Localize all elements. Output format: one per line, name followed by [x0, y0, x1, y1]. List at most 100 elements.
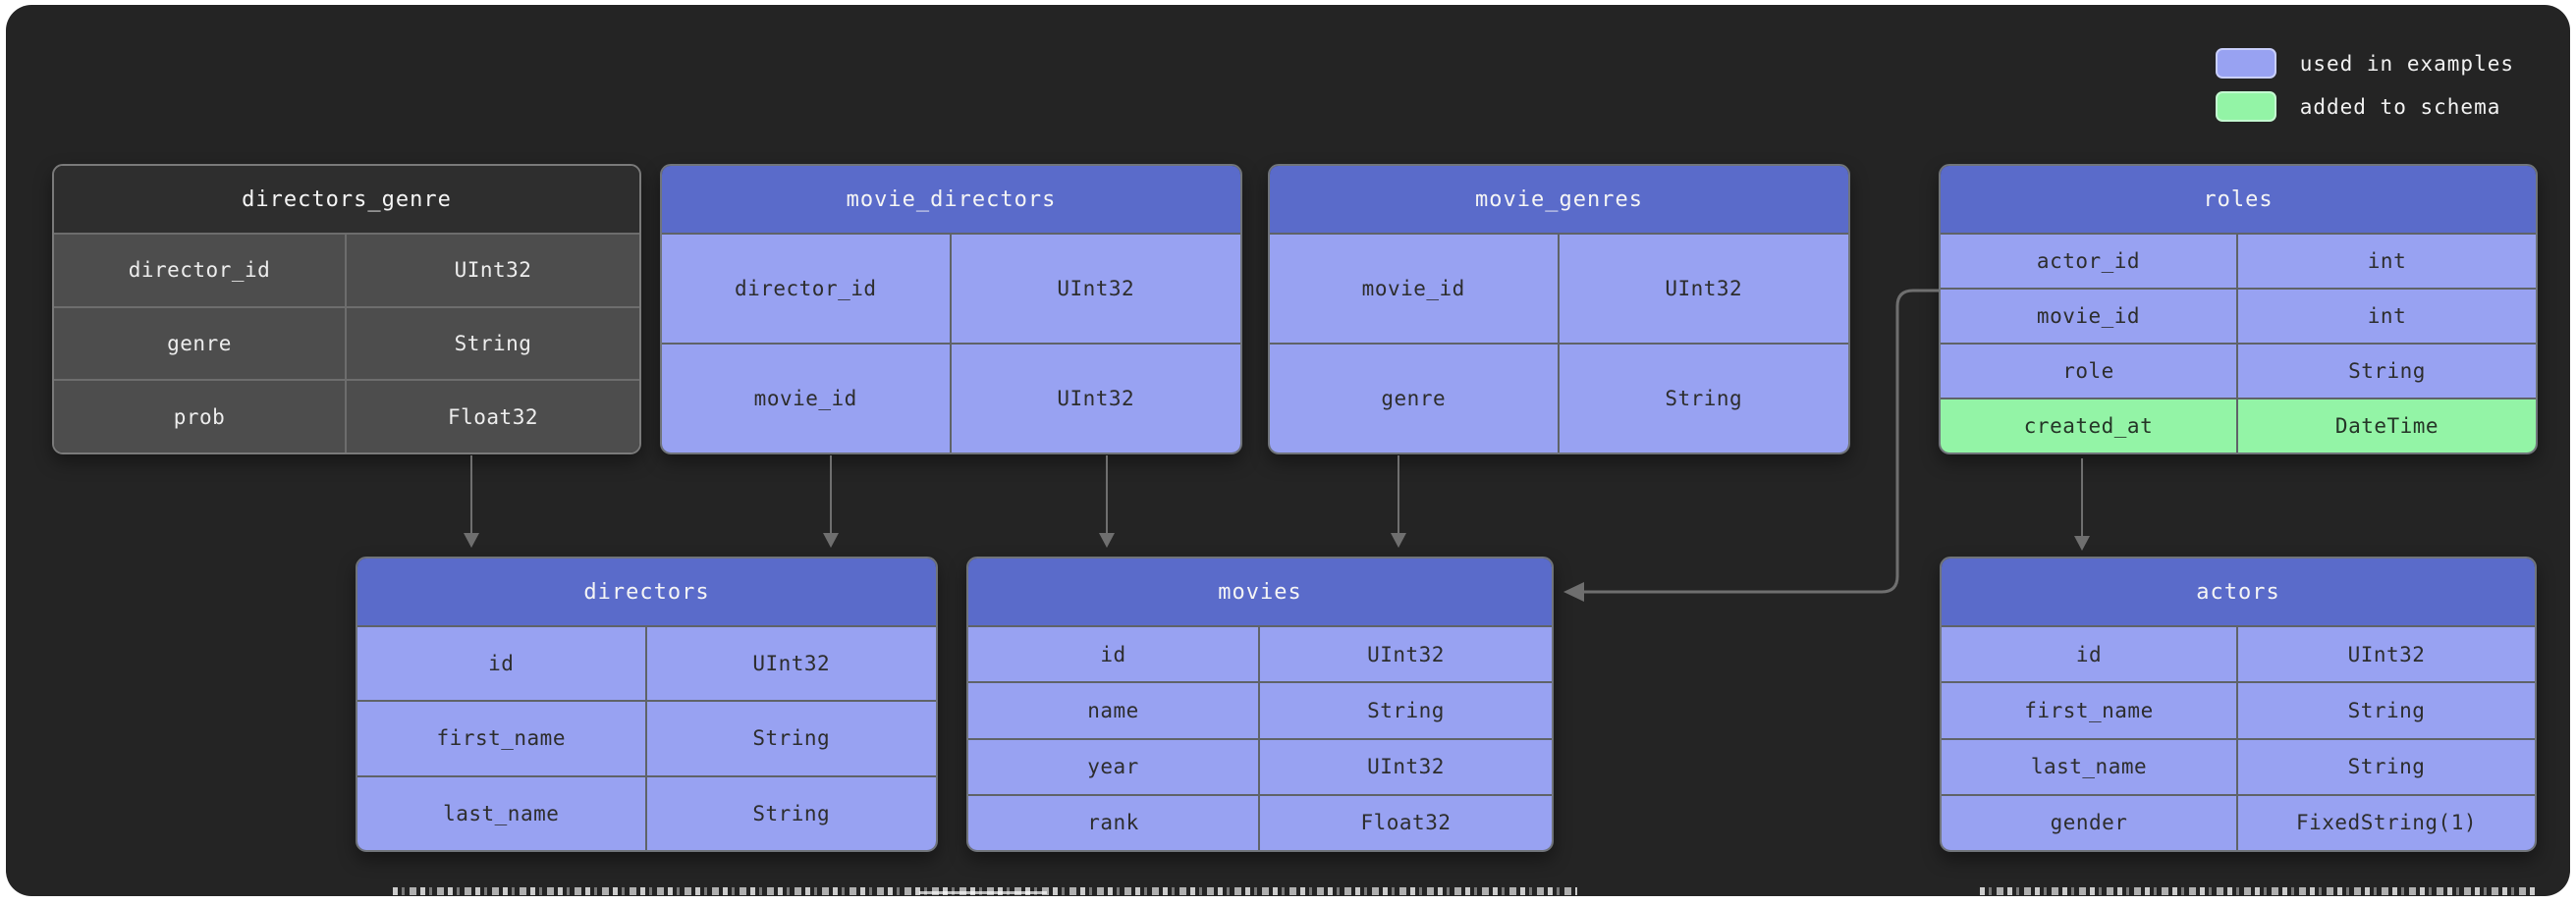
column-name: last_name [357, 776, 647, 850]
column-type: String [2238, 683, 2535, 738]
column-name: rank [968, 795, 1260, 850]
table-title: movies [968, 558, 1552, 625]
column-type: UInt32 [646, 627, 936, 701]
column-name: movie_id [662, 345, 952, 452]
table-title: actors [1942, 558, 2535, 625]
table-title: directors [357, 558, 936, 625]
column-name: movie_id [1270, 235, 1560, 343]
column-type: int [2238, 235, 2536, 288]
column-type: String [646, 702, 936, 775]
column-name: movie_id [1941, 290, 2238, 343]
column-type: UInt32 [1559, 235, 1848, 343]
column-type: UInt32 [1260, 627, 1552, 682]
column-name: id [1942, 627, 2238, 682]
column-name: gender [1942, 795, 2238, 850]
column-type: DateTime [2238, 399, 2536, 452]
added-to-schema-swatch [2215, 91, 2276, 122]
column-type: Float32 [347, 381, 639, 452]
arrow-roles-to-actors [2074, 458, 2090, 551]
column-type: FixedString(1) [2238, 795, 2535, 850]
column-name: prob [54, 381, 347, 452]
column-name: created_at [1941, 399, 2238, 452]
column-type: UInt32 [1260, 739, 1552, 794]
arrow-directors-genre-to-directors [464, 455, 479, 548]
column-name: name [968, 683, 1260, 738]
column-name: id [357, 627, 647, 701]
legend-item-used: used in examples [2215, 48, 2514, 79]
column-type: UInt32 [951, 345, 1240, 452]
column-name: genre [54, 307, 347, 380]
column-name: year [968, 739, 1260, 794]
column-type: UInt32 [347, 235, 639, 306]
column-name: director_id [54, 235, 347, 306]
schema-diagram-canvas: used in examples added to schema directo… [6, 5, 2570, 896]
table-title: movie_genres [1270, 166, 1848, 233]
column-type: String [2238, 739, 2535, 794]
column-name: last_name [1942, 739, 2238, 794]
used-in-examples-swatch [2215, 48, 2276, 79]
column-type: Float32 [1260, 795, 1552, 850]
table-title: movie_directors [662, 166, 1240, 233]
column-name: genre [1270, 345, 1560, 452]
legend-label: used in examples [2299, 51, 2514, 76]
arrow-movie-genres-to-movies [1391, 455, 1406, 548]
column-type: UInt32 [951, 235, 1240, 343]
column-name: actor_id [1941, 235, 2238, 288]
column-name: director_id [662, 235, 952, 343]
column-name: first_name [357, 702, 647, 775]
column-type: String [2238, 345, 2536, 398]
column-name: role [1941, 345, 2238, 398]
column-type: int [2238, 290, 2536, 343]
arrow-movie-directors-to-directors [823, 455, 839, 548]
clipped-text-artifact [919, 891, 1047, 894]
legend: used in examples added to schema [2215, 48, 2514, 122]
column-type: UInt32 [2238, 627, 2535, 682]
column-type: String [646, 776, 936, 850]
legend-label: added to schema [2299, 94, 2501, 119]
table-title: roles [1941, 166, 2536, 233]
legend-item-schema: added to schema [2215, 91, 2514, 122]
clipped-text-artifact [1980, 887, 2536, 895]
column-name: first_name [1942, 683, 2238, 738]
column-name: id [968, 627, 1260, 682]
column-type: String [1260, 683, 1552, 738]
column-type: String [347, 307, 639, 380]
column-type: String [1559, 345, 1848, 452]
table-title: directors_genre [54, 166, 639, 233]
arrow-movie-directors-to-movies [1099, 455, 1115, 548]
